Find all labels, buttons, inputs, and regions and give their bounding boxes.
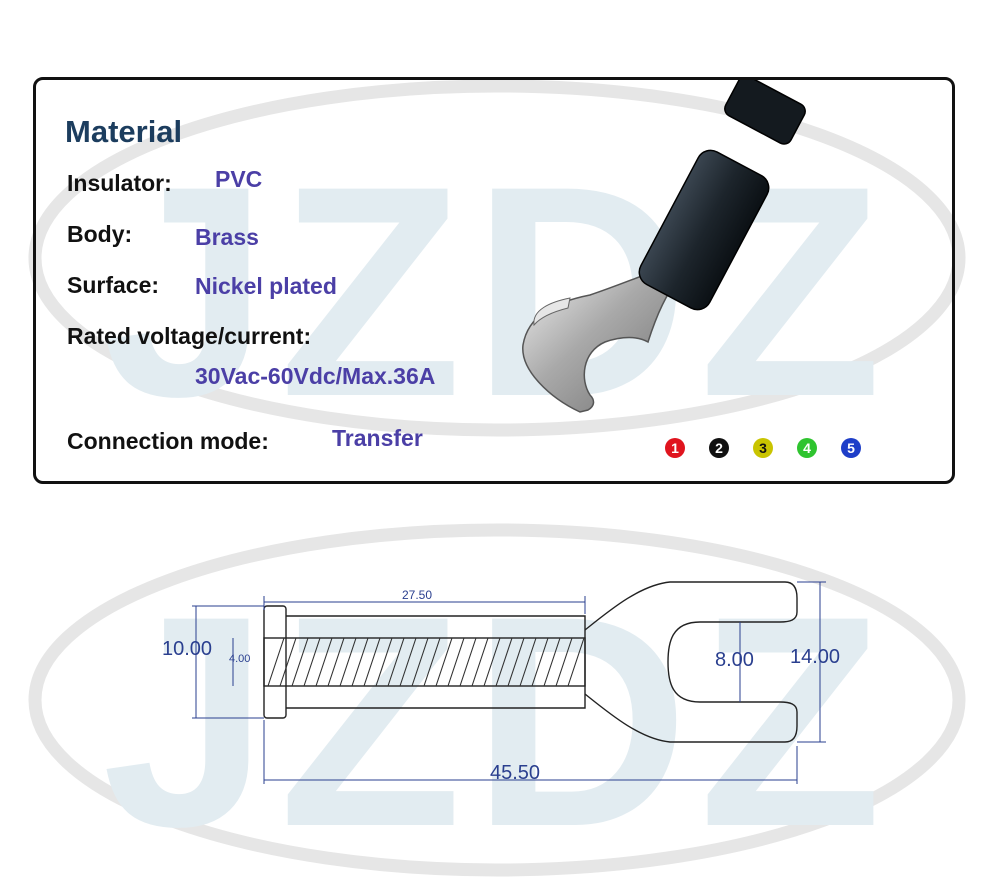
- rated-value: 30Vac-60Vdc/Max.36A: [195, 363, 436, 389]
- dim-inner-diameter: 4.00: [229, 653, 251, 665]
- color-option-number: 1: [671, 440, 679, 456]
- drawing-head: [263, 605, 287, 719]
- color-option-2: 2: [709, 438, 729, 458]
- dim-total-length: 45.50: [490, 762, 541, 784]
- color-option-3: 3: [753, 438, 773, 458]
- watermark-text: JZDZ: [102, 553, 892, 889]
- color-option-number: 5: [847, 440, 855, 456]
- rated-label: Rated voltage/current:: [67, 323, 312, 349]
- material-heading: Material: [65, 114, 183, 149]
- surface-value: Nickel plated: [195, 273, 337, 299]
- drawing-fork: [584, 581, 798, 743]
- body-value: Brass: [195, 224, 259, 250]
- body-label: Body:: [67, 221, 133, 247]
- watermark-bottom: JZDZ: [28, 523, 966, 889]
- color-option-number: 3: [759, 440, 767, 456]
- color-option-1: 1: [665, 438, 685, 458]
- color-option-4: 4: [797, 438, 817, 458]
- color-option-number: 2: [715, 440, 723, 456]
- drawing-core: [263, 637, 586, 687]
- watermark-ellipse: [28, 523, 966, 877]
- dim-head-height: 10.00: [162, 638, 213, 660]
- thread-hatching: [267, 637, 585, 687]
- dim-slot-width: 8.00: [715, 649, 754, 671]
- drawing-sleeve: [286, 615, 586, 709]
- dim-fork-width: 14.00: [790, 646, 841, 668]
- connection-value: Transfer: [332, 425, 423, 451]
- insulator-label: Insulator:: [67, 170, 172, 196]
- insulator-value: PVC: [215, 166, 263, 192]
- dim-sleeve-length: 27.50: [402, 588, 433, 602]
- material-card: [33, 77, 955, 484]
- surface-label: Surface:: [67, 272, 160, 298]
- connection-label: Connection mode:: [67, 428, 269, 454]
- color-option-number: 4: [803, 440, 811, 456]
- color-option-5: 5: [841, 438, 861, 458]
